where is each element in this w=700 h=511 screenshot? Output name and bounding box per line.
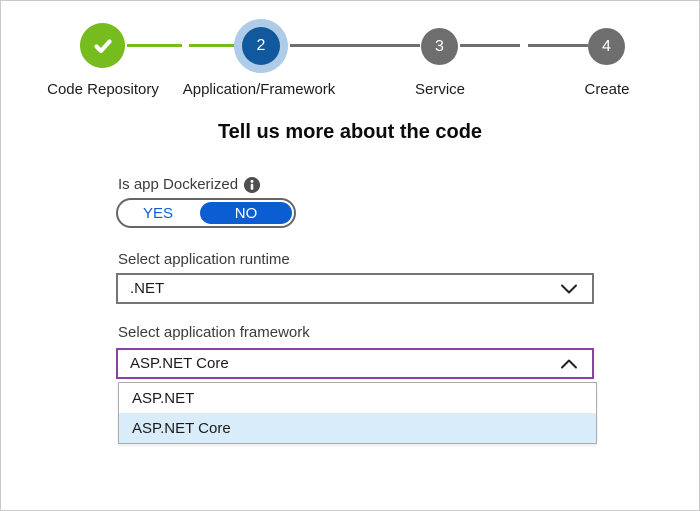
- framework-dropdown-list: ASP.NET ASP.NET Core: [118, 382, 597, 444]
- framework-option-aspnet[interactable]: ASP.NET: [132, 389, 195, 407]
- step-2-label: Application/Framework: [182, 81, 336, 98]
- connector-step2-step3: [290, 44, 420, 47]
- step-4-label: Create: [584, 81, 630, 98]
- framework-field-label: Select application framework: [118, 324, 310, 341]
- framework-select-value: ASP.NET Core: [130, 355, 229, 372]
- connector-step3-step4-a: [460, 44, 520, 47]
- connector-step1-step2-b: [189, 44, 234, 47]
- dockerized-label-text: Is app Dockerized: [118, 176, 239, 193]
- checkmark-icon: [91, 34, 115, 58]
- chevron-down-icon: [560, 282, 578, 296]
- runtime-select[interactable]: .NET: [116, 273, 594, 304]
- step-1-label: Code Repository: [47, 81, 159, 98]
- page-title: Tell us more about the code: [217, 121, 483, 143]
- dockerized-toggle-no[interactable]: NO: [200, 202, 292, 224]
- step-4-create-circle[interactable]: 4: [588, 28, 625, 65]
- connector-step1-step2-a: [127, 44, 182, 47]
- runtime-field-label: Select application runtime: [118, 251, 290, 268]
- step-3-number: 3: [435, 37, 444, 55]
- step-2-number: 2: [242, 27, 280, 65]
- runtime-select-value: .NET: [130, 280, 165, 297]
- framework-option-aspnet-core[interactable]: ASP.NET Core: [119, 413, 596, 443]
- step-2-application-framework-circle[interactable]: 2: [234, 19, 288, 73]
- dockerized-toggle: YES NO: [116, 198, 296, 228]
- step-3-service-circle[interactable]: 3: [421, 28, 458, 65]
- step-3-label: Service: [414, 81, 466, 98]
- info-icon[interactable]: [244, 176, 261, 193]
- connector-step3-step4-b: [528, 44, 588, 47]
- dockerized-toggle-yes[interactable]: YES: [142, 204, 173, 222]
- framework-select[interactable]: ASP.NET Core: [116, 348, 594, 379]
- chevron-up-icon: [560, 357, 578, 371]
- step-1-code-repository-circle[interactable]: [80, 23, 125, 68]
- dockerized-field-label: Is app Dockerized: [118, 176, 261, 193]
- step-4-number: 4: [602, 37, 611, 55]
